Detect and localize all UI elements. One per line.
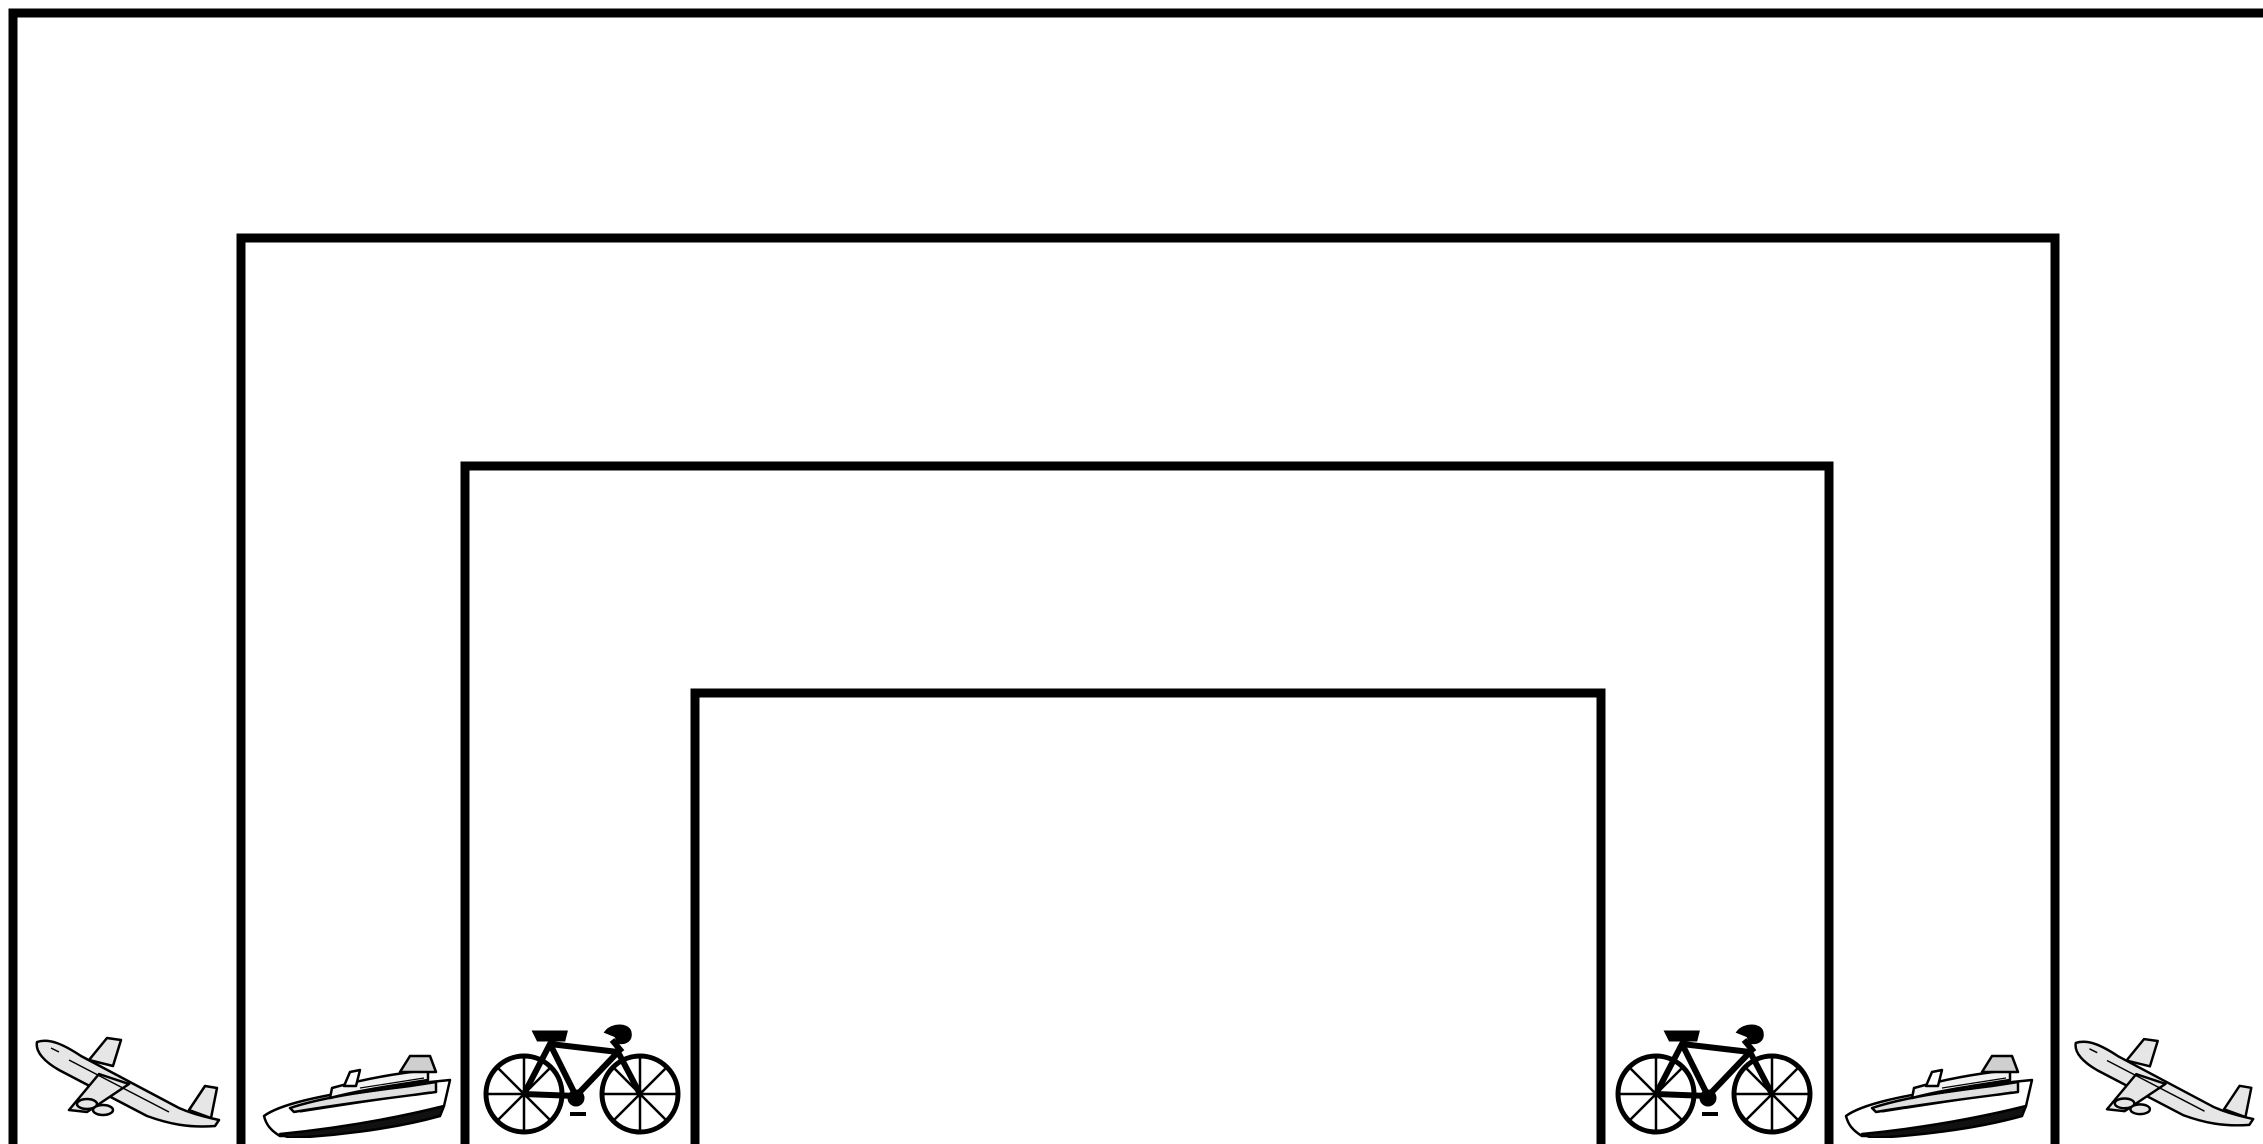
airplane-icon	[28, 1030, 230, 1130]
cruise-ship-icon	[260, 1046, 456, 1138]
inner-track-line	[695, 693, 1601, 1144]
bicycle-icon	[482, 1022, 682, 1138]
outer-track-line	[13, 13, 2263, 1144]
cruise-ship-icon	[1842, 1046, 2038, 1138]
bicycle-icon	[1614, 1022, 1814, 1138]
airplane-icon	[2068, 1030, 2263, 1130]
